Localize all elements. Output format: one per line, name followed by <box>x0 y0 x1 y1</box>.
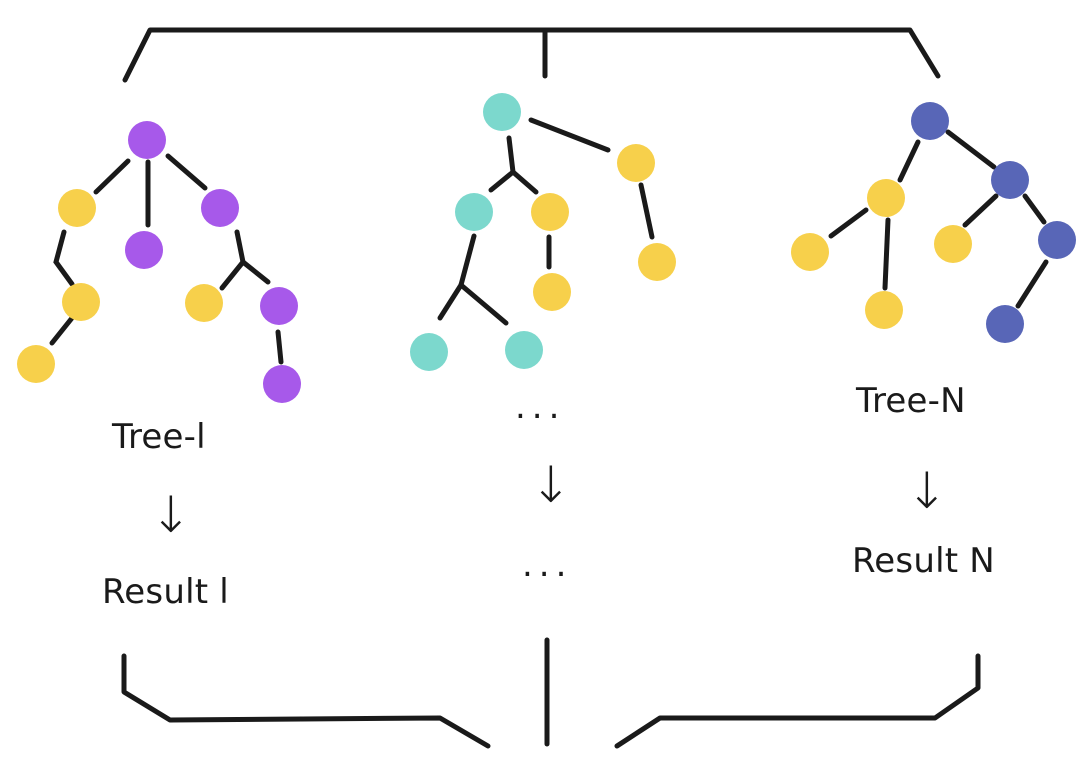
tree-2-result: ... <box>522 545 573 585</box>
tree-2-root-node <box>483 93 521 131</box>
tree-2-node <box>505 331 543 369</box>
tree-1-result: Result l <box>102 572 229 612</box>
tree-n-result: Result N <box>852 541 995 581</box>
tree-2-arrow: ↓ <box>530 456 572 514</box>
tree-n <box>791 102 1076 343</box>
tree-2-edges <box>437 117 655 326</box>
tree-2-node <box>638 243 676 281</box>
tree-1-edges <box>49 153 284 365</box>
tree-2-node <box>617 144 655 182</box>
tree-n-node <box>791 233 829 271</box>
tree-n-node <box>867 179 905 217</box>
top-bracket <box>122 27 941 83</box>
tree-1-node <box>58 189 96 227</box>
tree-1 <box>17 121 301 403</box>
tree-n-edges <box>828 129 1049 309</box>
tree-2 <box>410 93 676 371</box>
bottom-bracket <box>121 637 981 749</box>
tree-2-node <box>531 193 569 231</box>
tree-1-node <box>125 231 163 269</box>
tree-1-node <box>17 345 55 383</box>
tree-1-node <box>260 287 298 325</box>
tree-n-node <box>991 161 1029 199</box>
tree-2-label: ... <box>515 387 566 427</box>
tree-1-node <box>201 189 239 227</box>
tree-1-node <box>62 283 100 321</box>
tree-n-root-node <box>911 102 949 140</box>
tree-2-node <box>455 193 493 231</box>
tree-n-node <box>986 305 1024 343</box>
tree-2-node <box>533 273 571 311</box>
tree-n-label: Tree-N <box>856 381 966 421</box>
tree-1-node <box>263 365 301 403</box>
tree-1-root-node <box>128 121 166 159</box>
tree-n-arrow: ↓ <box>906 462 948 520</box>
tree-n-node <box>934 225 972 263</box>
tree-2-node <box>410 333 448 371</box>
tree-1-node <box>185 284 223 322</box>
tree-1-arrow: ↓ <box>150 486 192 544</box>
tree-n-node <box>865 291 903 329</box>
tree-n-node <box>1038 221 1076 259</box>
tree-1-label: Tree-l <box>112 417 206 457</box>
